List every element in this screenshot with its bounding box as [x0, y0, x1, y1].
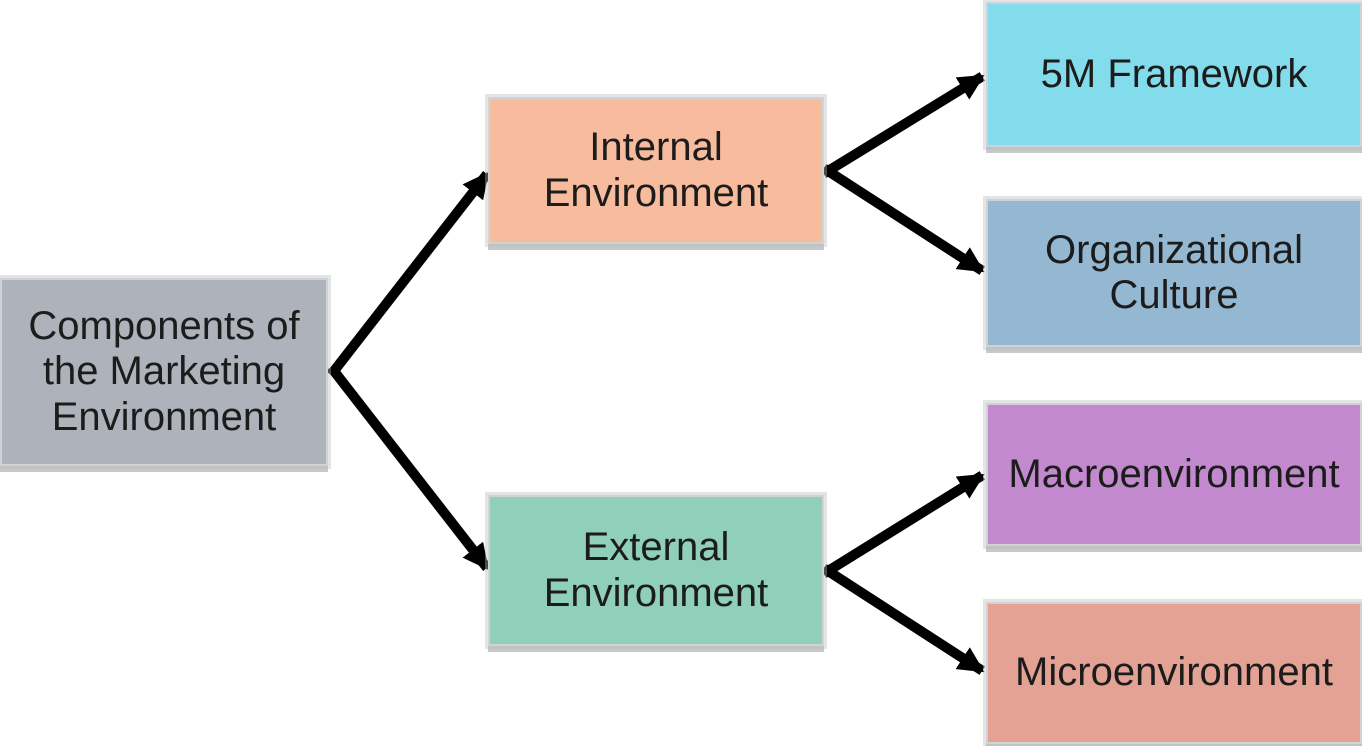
- node-organizational-culture: Organizational Culture: [986, 199, 1362, 347]
- node-label-root: Components of the Marketing Environment: [28, 304, 300, 439]
- arrow-internal-to-org-culture: [821, 164, 985, 275]
- node-label-external-environment: External Environment: [543, 525, 769, 615]
- arrow-external-to-macro: [821, 471, 985, 578]
- arrow-root-to-external: [326, 363, 492, 572]
- node-microenvironment: Microenvironment: [986, 602, 1362, 744]
- node-five-m-framework: 5M Framework: [986, 2, 1362, 147]
- node-internal-environment: Internal Environment: [488, 97, 824, 244]
- arrow-internal-to-five-m: [821, 72, 985, 178]
- node-label-macroenvironment: Macroenvironment: [1008, 451, 1340, 496]
- node-components-of-marketing-environment: Components of the Marketing Environment: [0, 278, 328, 466]
- node-label-five-m-framework: 5M Framework: [1040, 51, 1308, 96]
- node-macroenvironment: Macroenvironment: [986, 403, 1362, 546]
- node-label-organizational-culture: Organizational Culture: [1045, 227, 1303, 317]
- arrow-root-to-internal: [326, 170, 492, 379]
- node-external-environment: External Environment: [488, 495, 824, 646]
- node-label-microenvironment: Microenvironment: [1015, 650, 1333, 695]
- arrow-external-to-micro: [821, 564, 985, 675]
- node-label-internal-environment: Internal Environment: [543, 125, 769, 215]
